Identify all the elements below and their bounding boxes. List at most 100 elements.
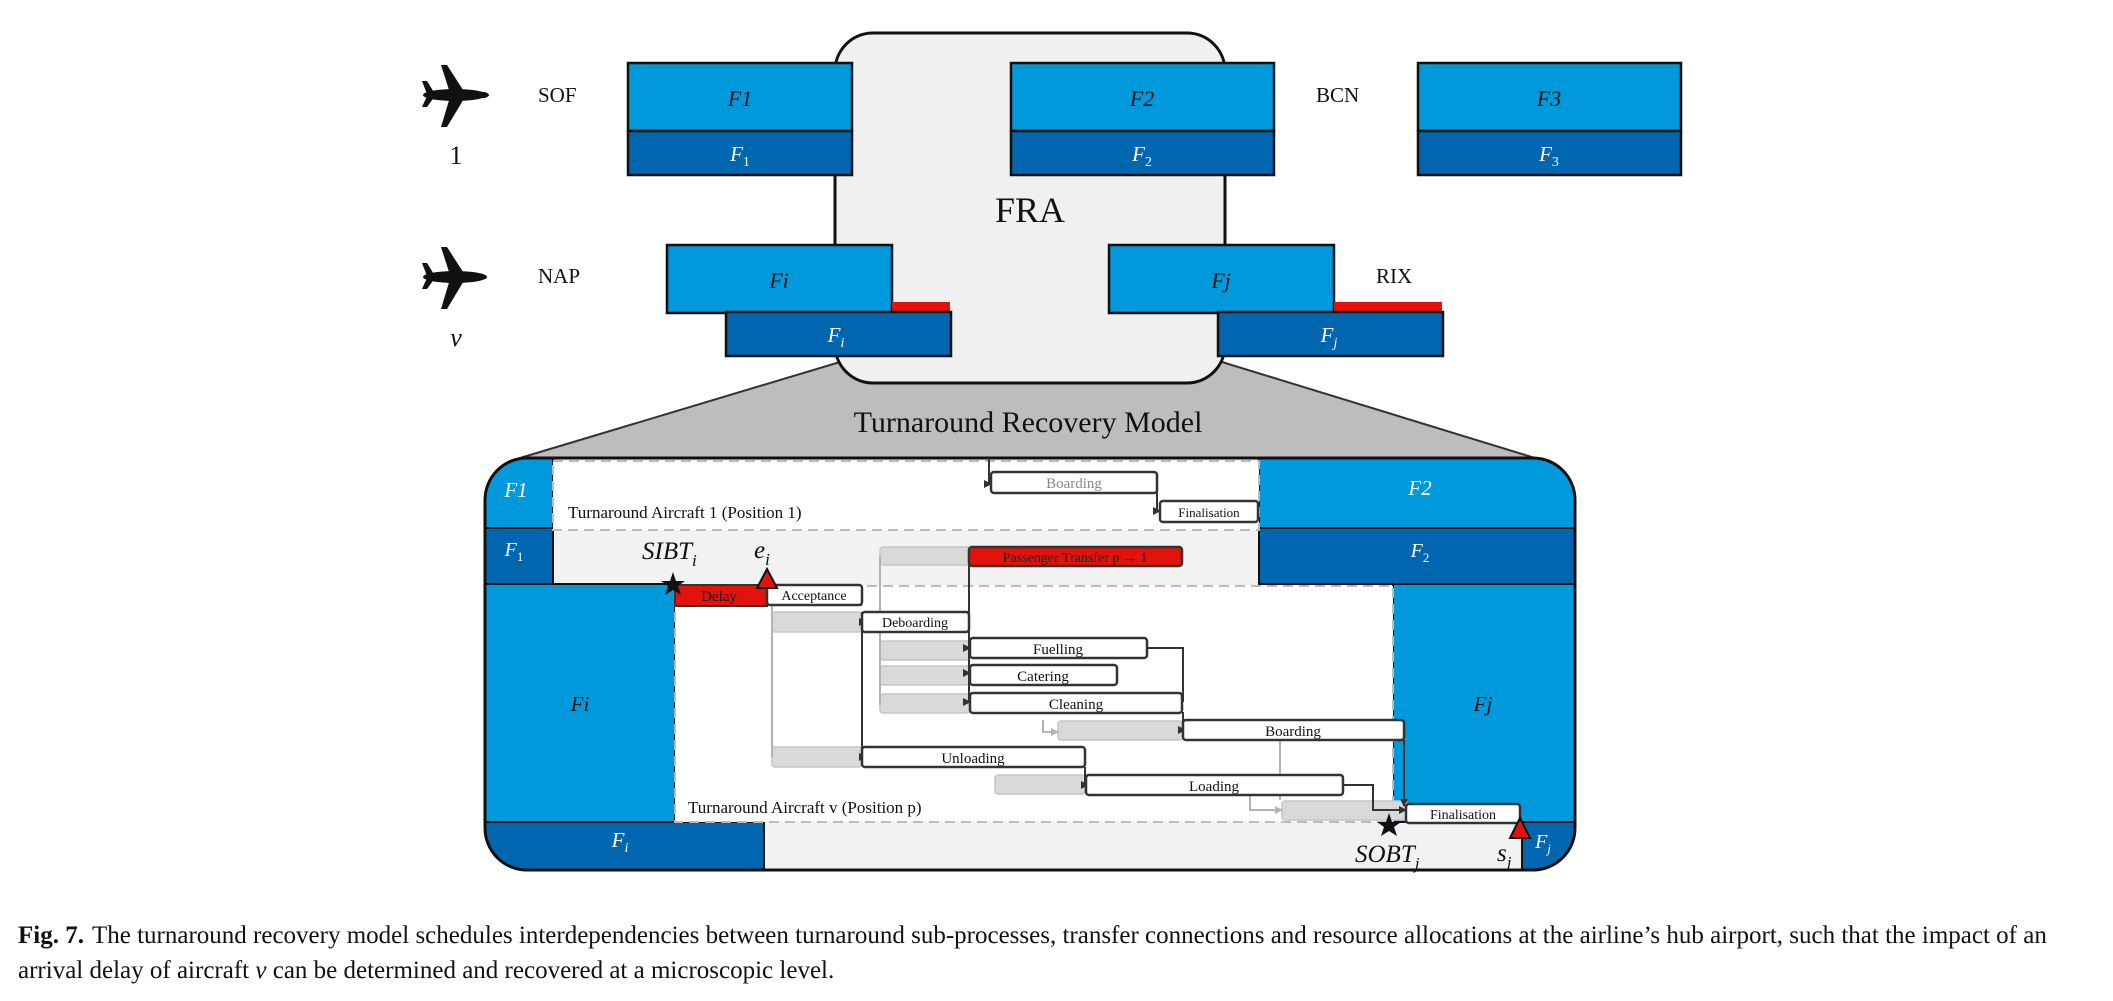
dest-bcn: BCN xyxy=(1316,83,1359,107)
model-fi-label: Fi xyxy=(570,692,590,716)
cleaning-label: Cleaning xyxy=(1049,697,1104,713)
sobt-label: SOBT xyxy=(1355,841,1417,868)
model-bottom-fj-label: F xyxy=(1534,831,1548,853)
ei-subscript: i xyxy=(765,550,770,569)
svg-text:Fj: Fj xyxy=(1320,323,1338,351)
sobt-subscript: j xyxy=(1413,854,1420,873)
sj-label: s xyxy=(1497,840,1507,867)
flight-f2-sub-label: F xyxy=(1131,142,1145,166)
ei-triangle-icon xyxy=(755,566,779,589)
airplane-icon xyxy=(422,247,487,309)
flight-fi-subscript: i xyxy=(840,336,844,351)
model-f1-sub-label: F xyxy=(504,539,518,561)
model-bottom-fi-subscript: i xyxy=(624,841,628,856)
svg-text:F1: F1 xyxy=(504,539,524,564)
finalisation-v-label: Finalisation xyxy=(1430,808,1496,823)
finalisation-v-bar: Finalisation xyxy=(1404,802,1522,825)
sibt-label: SIBT xyxy=(642,538,694,565)
turnaround-aircraft-v-label: Turnaround Aircraft v (Position p) xyxy=(688,798,922,817)
airplane-icon xyxy=(422,65,489,127)
model-f2-subscript: 2 xyxy=(1423,550,1430,565)
svg-text:F3: F3 xyxy=(1538,142,1559,170)
aircraft-v-label: v xyxy=(450,323,462,352)
flight-f3-subscript: 3 xyxy=(1552,155,1559,170)
deboarding-label: Deboarding xyxy=(882,616,948,631)
ei-label: e xyxy=(754,537,765,564)
svg-text:F1: F1 xyxy=(729,142,750,170)
sibt-star-icon xyxy=(661,572,685,595)
svg-text:sj: sj xyxy=(1497,840,1512,872)
model-f1-label: F1 xyxy=(503,478,527,502)
flight-f1: F1 F1 xyxy=(626,61,854,177)
finalisation-1-bar: Finalisation xyxy=(1158,499,1260,524)
hub-label: FRA xyxy=(995,190,1065,230)
sj-triangle-icon xyxy=(1508,815,1532,839)
flight-fj-subscript: j xyxy=(1331,336,1337,351)
sibt-subscript: i xyxy=(692,551,697,570)
flight-f2-top-label: F2 xyxy=(1129,86,1154,111)
flight-fj-sub-label: F xyxy=(1320,323,1334,347)
svg-text:SOBTj: SOBTj xyxy=(1355,841,1420,873)
svg-text:Fj: Fj xyxy=(1534,831,1551,856)
origin-nap: NAP xyxy=(538,264,580,288)
finalisation-1-label: Finalisation xyxy=(1178,505,1240,520)
catering-bar: Catering xyxy=(968,663,1119,687)
svg-text:F2: F2 xyxy=(1410,540,1430,565)
origin-sof: SOF xyxy=(538,83,577,107)
deboarding-bar: Deboarding xyxy=(860,610,971,634)
caption-text-before: The turnaround recovery model schedules … xyxy=(18,922,2047,984)
acceptance-bar: Acceptance xyxy=(765,583,864,607)
model-title: Turnaround Recovery Model xyxy=(854,406,1203,439)
flight-f1-top-label: F1 xyxy=(727,86,752,111)
caption-text-after: can be determined and recovered at a mic… xyxy=(272,957,835,984)
caption-label: Fig. 7. xyxy=(18,922,84,949)
figure-caption: Fig. 7.The turnaround recovery model sch… xyxy=(18,918,2098,988)
flight-fi-sub-label: F xyxy=(827,323,841,347)
turnaround-aircraft-1-label: Turnaround Aircraft 1 (Position 1) xyxy=(568,503,802,522)
delay-bar: Delay xyxy=(674,584,768,607)
model-f2-sub-label: F xyxy=(1410,540,1424,562)
fuelling-bar: Fuelling xyxy=(968,636,1149,660)
unloading-label: Unloading xyxy=(941,751,1005,767)
svg-text:ei: ei xyxy=(754,537,770,569)
loading-label: Loading xyxy=(1189,779,1239,795)
svg-text:SIBTi: SIBTi xyxy=(642,538,697,570)
flight-f3: F3 F3 xyxy=(1416,61,1683,177)
dest-rix: RIX xyxy=(1376,264,1412,288)
model-bottom-fi-label: F xyxy=(611,828,625,852)
boarding-v-label: Boarding xyxy=(1265,724,1321,740)
flight-fj-top-label: Fj xyxy=(1210,268,1231,293)
model-f1-subscript: 1 xyxy=(517,549,524,564)
aircraft-1-label: 1 xyxy=(450,141,463,170)
acceptance-label: Acceptance xyxy=(781,589,846,604)
catering-label: Catering xyxy=(1017,669,1069,685)
model-fj-label: Fj xyxy=(1473,692,1493,716)
sj-subscript: j xyxy=(1505,853,1512,872)
delay-label: Delay xyxy=(701,589,737,605)
unloading-bar: Unloading xyxy=(860,745,1087,769)
svg-text:F2: F2 xyxy=(1131,142,1152,170)
flight-fj: Fj Fj xyxy=(1107,243,1445,358)
passenger-transfer-bar: Passenger Transfer p → 1 xyxy=(967,545,1184,568)
flight-f2: F2 F2 xyxy=(1009,61,1276,177)
model-bottom-fj-subscript: j xyxy=(1545,841,1551,856)
flight-f1-subscript: 1 xyxy=(743,155,750,170)
model-f2-label: F2 xyxy=(1407,476,1432,500)
cleaning-bar: Cleaning xyxy=(968,691,1184,715)
flight-f2-subscript: 2 xyxy=(1145,155,1152,170)
svg-text:Fi: Fi xyxy=(827,323,845,351)
turnaround-diagram: FRA 1 SOF BCN F1 F1 F2 F2 F3 F3 xyxy=(422,31,1683,873)
flight-fi-top-label: Fi xyxy=(768,268,789,293)
caption-variable: v xyxy=(255,957,267,984)
passenger-transfer-label: Passenger Transfer p → 1 xyxy=(1003,551,1148,566)
flight-f3-top-label: F3 xyxy=(1536,86,1561,111)
boarding-v-bar: Boarding xyxy=(1181,718,1406,742)
sobt-star-icon xyxy=(1377,813,1401,836)
flight-f1-sub-label: F xyxy=(729,142,743,166)
boarding-1-label: Boarding xyxy=(1046,476,1102,492)
loading-bar: Loading xyxy=(1084,773,1345,797)
flight-fi: Fi Fi xyxy=(665,243,953,358)
boarding-1-bar: Boarding xyxy=(989,470,1159,495)
fuelling-label: Fuelling xyxy=(1033,642,1084,658)
flight-f3-sub-label: F xyxy=(1538,142,1552,166)
